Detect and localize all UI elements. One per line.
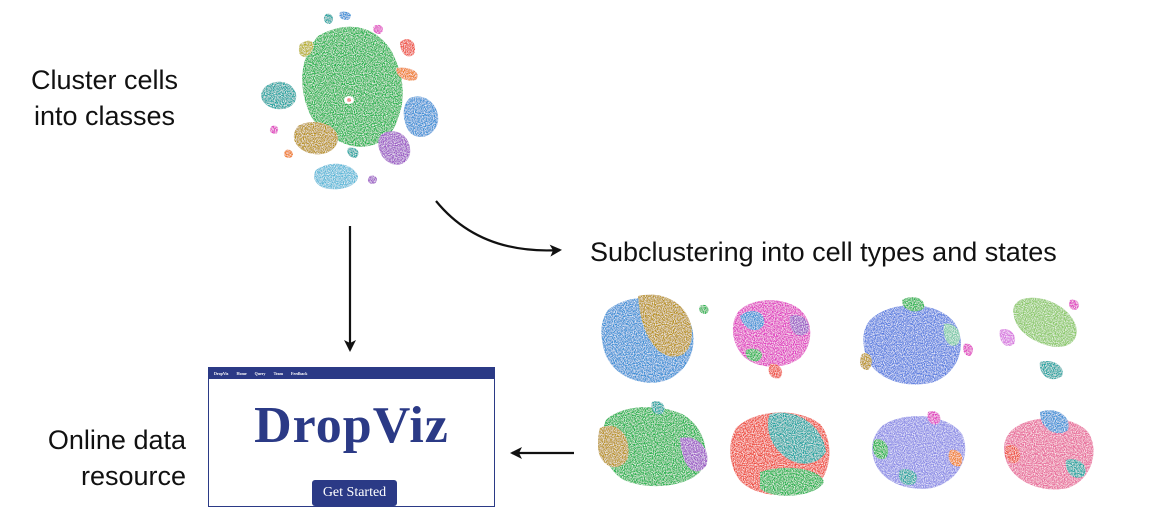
subcluster-plot-3: [860, 297, 973, 385]
main-cluster-plot: [261, 11, 439, 190]
label-online-line-1: Online data: [47, 425, 186, 455]
arrow-curve: [435, 200, 562, 257]
nav-item-query[interactable]: Query: [254, 371, 266, 376]
dropviz-site-preview: DropViz Home Query Team Feedback DropViz…: [208, 367, 495, 507]
nav-item-team[interactable]: Team: [273, 371, 283, 376]
get-started-button[interactable]: Get Started: [312, 480, 397, 506]
dropviz-title: DropViz: [254, 397, 449, 454]
subcluster-plot-1: [601, 294, 709, 383]
subcluster-plot-4: [999, 297, 1079, 380]
label-cluster-line-1: Cluster cells: [30, 65, 179, 95]
subcluster-plot-8: [1004, 410, 1094, 490]
label-cluster-line-2: into classes: [33, 101, 176, 131]
nav-item-feedback[interactable]: Feedback: [290, 371, 308, 376]
dropviz-navbar: DropViz Home Query Team Feedback: [209, 368, 494, 379]
nav-item-home[interactable]: Home: [236, 371, 247, 376]
label-online-line-2: resource: [80, 461, 186, 491]
label-subclustering: Subclustering into cell types and states: [590, 237, 1057, 267]
subcluster-plot-6: [730, 412, 830, 496]
label-cluster-cells: Cluster cells into classes: [22, 62, 187, 134]
nav-item-brand[interactable]: DropViz: [214, 371, 229, 376]
label-online-data: Online data resource: [20, 422, 186, 494]
subcluster-plot-5: [598, 401, 708, 487]
subcluster-plot-2: [732, 300, 811, 379]
subcluster-plot-7: [872, 411, 966, 489]
